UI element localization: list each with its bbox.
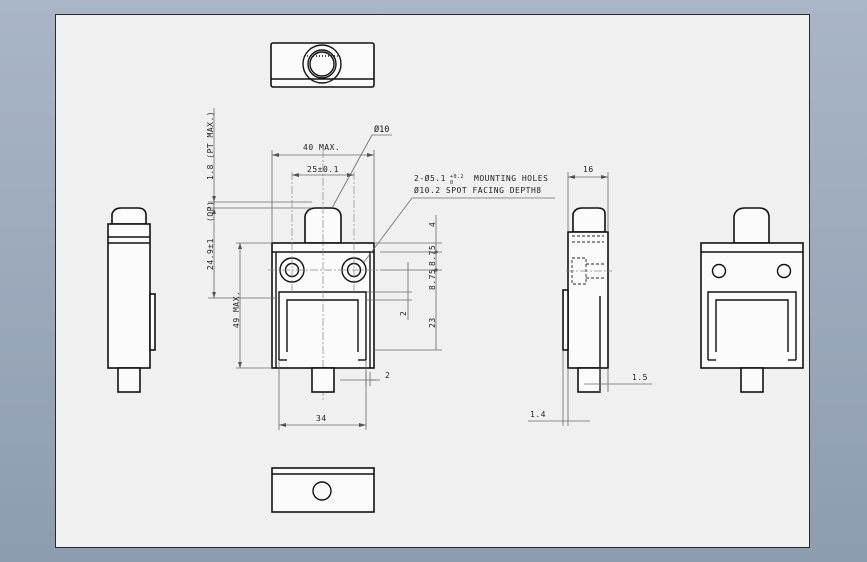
front-view — [268, 150, 380, 400]
dim-16: 16 — [583, 165, 594, 174]
dim-8-75-b: 8.75 — [428, 269, 437, 290]
dim-1-4: 1.4 — [530, 410, 546, 419]
dim-pt-max: 1.8 (PT MAX.) — [206, 111, 215, 180]
mount-holes-line1: 2-Ø5.1 — [414, 173, 446, 183]
dim-hole-pitch: 25±0.1 — [307, 165, 339, 174]
dim-2-bottom: 2 — [385, 371, 390, 380]
dim-op: (OP) — [206, 201, 215, 222]
dim-23: 23 — [428, 317, 437, 328]
dim-height-max: 49 MAX. — [232, 291, 241, 328]
mount-holes-tol-top: +0.2 — [450, 174, 464, 180]
dim-2-left: 2 — [399, 311, 408, 316]
dim-4: 4 — [428, 222, 437, 227]
dim-34: 34 — [316, 414, 327, 423]
rear-view — [700, 207, 804, 393]
dim-8-75-a: 8.75 — [428, 245, 437, 266]
top-view — [270, 42, 375, 88]
drawing-sheet — [55, 14, 810, 548]
mount-holes-line2: Ø10.2 SPOT FACING DEPTH8 — [414, 185, 542, 195]
front-dimensions — [208, 108, 555, 430]
dim-width-max: 40 MAX. — [303, 143, 340, 152]
dim-plunger-dia: Ø10 — [374, 124, 389, 135]
bottom-view — [271, 467, 375, 513]
left-side-view — [107, 207, 156, 393]
mount-holes-line1-rest: MOUNTING HOLES — [474, 174, 548, 183]
dim-height-op: 24.9±1 — [206, 238, 215, 270]
mount-holes-tol-bottom: 0 — [450, 180, 454, 186]
right-section-view — [528, 172, 652, 426]
dim-1-5: 1.5 — [632, 373, 648, 382]
